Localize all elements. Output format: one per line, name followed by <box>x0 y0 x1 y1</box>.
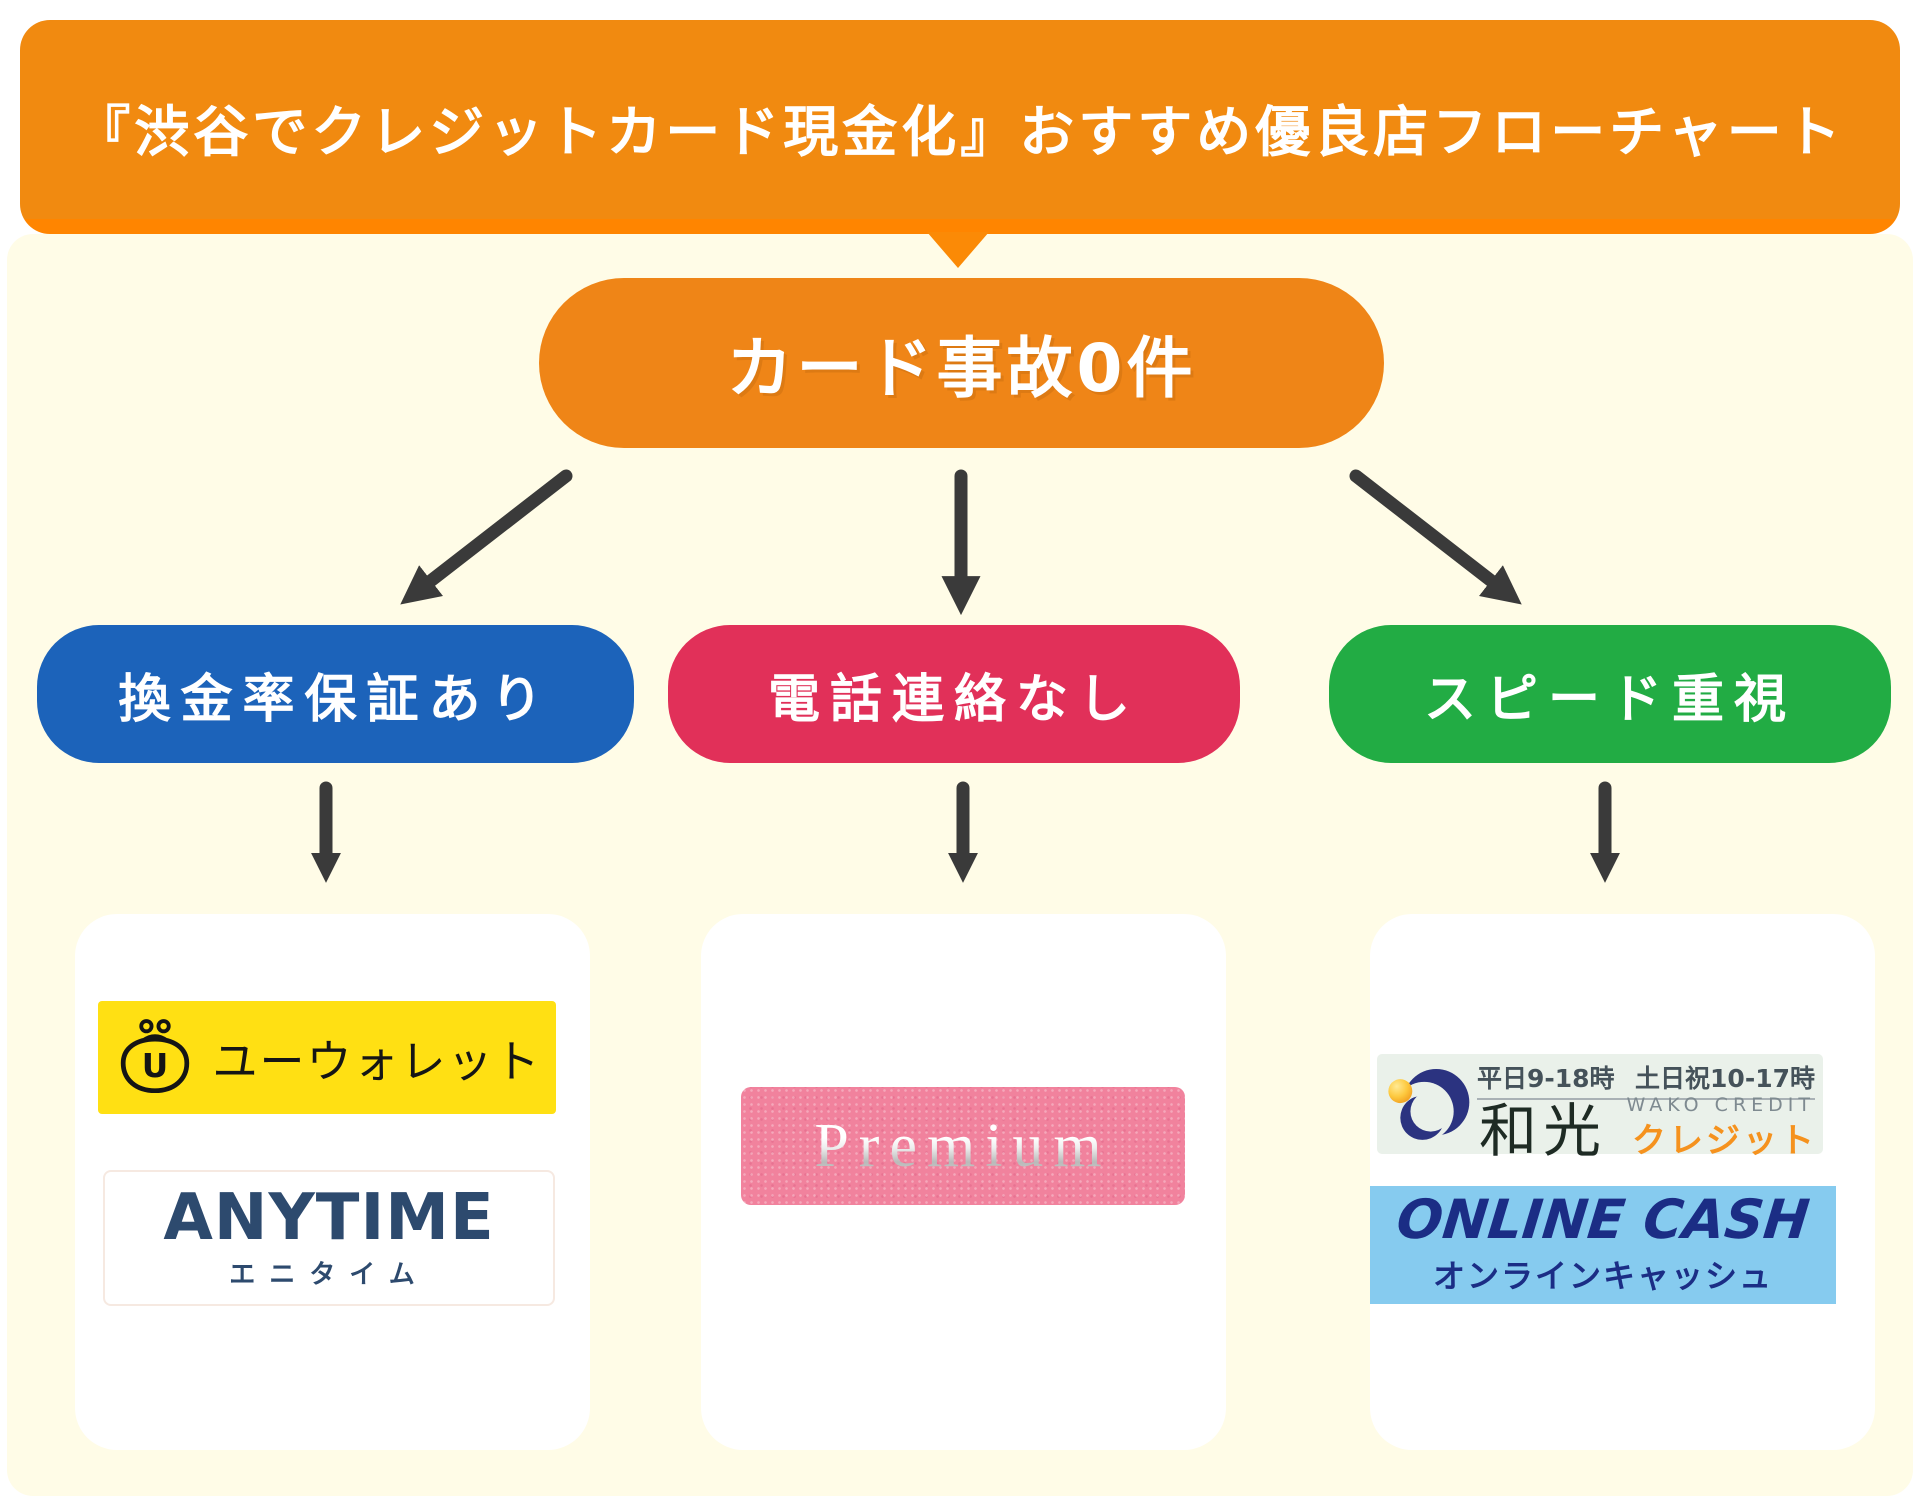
branch-label: 電話連絡なし <box>767 669 1140 730</box>
wako-name-kanji: 和光 <box>1479 1097 1608 1165</box>
branch-label: 換金率保証あり <box>118 669 553 730</box>
flow-node-root: カード事故0件 <box>539 278 1384 448</box>
banner-notch <box>927 232 989 268</box>
online-cash-logo: ONLINE CASH オンラインキャッシュ <box>1370 1186 1836 1304</box>
result-card-left: U ユーウォレット ANYTIME エニタイム <box>75 914 590 1450</box>
svg-text:U: U <box>142 1046 169 1084</box>
premium-title: Premium <box>814 1111 1112 1180</box>
flow-node-speed-priority: スピード重視 <box>1329 625 1891 763</box>
anytime-title: ANYTIME <box>163 1180 495 1255</box>
online-cash-subtitle: オンラインキャッシュ <box>1432 1257 1773 1295</box>
anytime-subtitle: エニタイム <box>229 1259 429 1290</box>
wako-business-hours: 平日9-18時 土日祝10-17時 <box>1477 1059 1815 1100</box>
wako-name-katakana: クレジット <box>1632 1121 1817 1161</box>
online-cash-title: ONLINE CASH <box>1393 1188 1813 1251</box>
wako-credit-logo: 平日9-18時 土日祝10-17時 和光 WAKO CREDIT クレジット <box>1377 1054 1823 1165</box>
branch-label: スピード重視 <box>1423 669 1796 730</box>
flow-node-exchange-rate-guarantee: 換金率保証あり <box>37 625 634 763</box>
header-banner: 『渋谷でクレジットカード現金化』おすすめ優良店フローチャート <box>20 20 1900 234</box>
premium-logo: Premium <box>741 1087 1185 1205</box>
uwallet-logo: U ユーウォレット <box>98 1001 556 1114</box>
page-title: 『渋谷でクレジットカード現金化』おすすめ優良店フローチャート <box>75 100 1845 164</box>
result-card-middle: Premium <box>701 914 1226 1450</box>
flow-node-root-label: カード事故0件 <box>726 330 1197 407</box>
result-card-right: 平日9-18時 土日祝10-17時 和光 WAKO CREDIT クレジット O… <box>1370 914 1875 1450</box>
coin-purse-u-icon: U <box>121 1018 190 1093</box>
wako-hours-weekend: 土日祝10-17時 <box>1635 1064 1815 1093</box>
crescent-sun-logo-icon <box>1388 1069 1470 1141</box>
anytime-logo: ANYTIME エニタイム <box>103 1170 555 1306</box>
flow-node-no-phone-contact: 電話連絡なし <box>668 625 1240 763</box>
uwallet-label: ユーウォレット <box>212 1035 542 1088</box>
wako-hours-weekday: 平日9-18時 <box>1477 1064 1615 1093</box>
wako-name-english: WAKO CREDIT <box>1626 1094 1815 1116</box>
